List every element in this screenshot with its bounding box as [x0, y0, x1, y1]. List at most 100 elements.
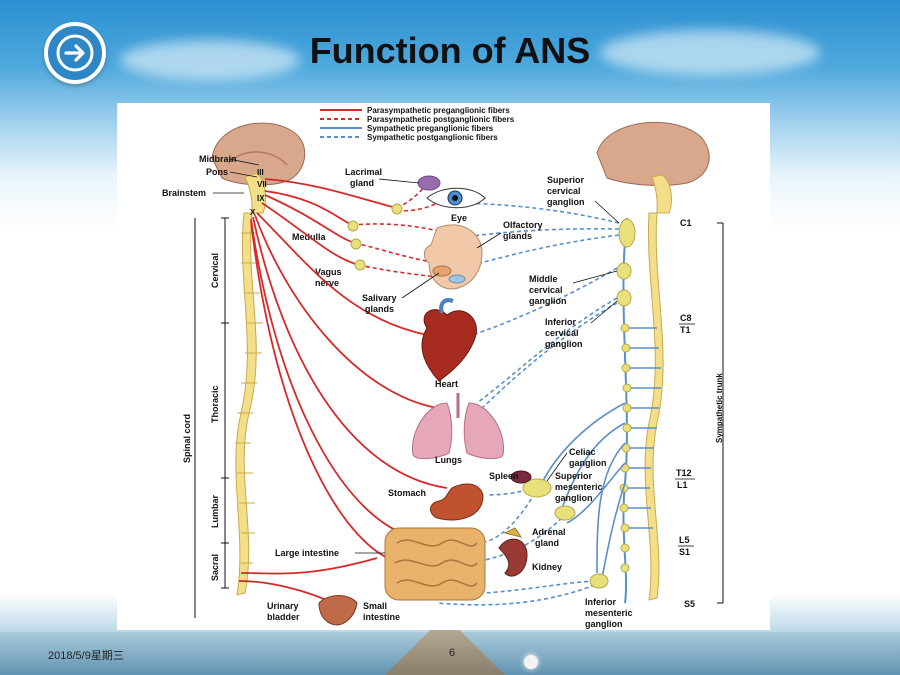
- lungs-shape: [411, 393, 505, 460]
- rami: [628, 327, 661, 529]
- legend-sym-post: Sympathetic postganglionic fibers: [367, 133, 498, 142]
- organs: [318, 175, 532, 626]
- label-c8: C8: [680, 313, 692, 323]
- right-spinal-cord: [644, 212, 664, 601]
- label-sup-mes-2: mesenteric: [555, 482, 603, 492]
- label-c1: C1: [680, 218, 692, 228]
- right-cns: Sympathetic trunk C1 C8 T1 T12 L1 L5 S1 …: [596, 121, 724, 609]
- label-cervical: Cervical: [210, 253, 220, 288]
- label-sup-mes-3: ganglion: [555, 493, 593, 503]
- label-salivary-2: glands: [365, 304, 394, 314]
- label-cn-x: X: [250, 208, 256, 217]
- page-number: 6: [449, 647, 456, 659]
- label-mid-cervical-2: cervical: [529, 285, 563, 295]
- label-small-intestine-1: Small: [363, 601, 387, 611]
- label-adrenal-1: Adrenal: [532, 527, 566, 537]
- label-large-intestine: Large intestine: [275, 548, 339, 558]
- label-inf-cervical-1: Inferior: [545, 317, 577, 327]
- label-celiac-1: Celiac: [569, 447, 596, 457]
- label-thoracic: Thoracic: [210, 385, 220, 423]
- label-inf-cervical-2: cervical: [545, 328, 579, 338]
- label-mid-cervical-3: ganglion: [529, 296, 567, 306]
- legend-para-post: Parasympathetic postganglionic fibers: [367, 115, 515, 124]
- footer-date: 2018/5/9星期三: [48, 650, 124, 662]
- label-midbrain: Midbrain: [199, 154, 237, 164]
- para-ganglia: [347, 203, 403, 271]
- inferior-mesenteric-ganglion: [589, 573, 609, 589]
- label-lacrimal-1: Lacrimal: [345, 167, 382, 177]
- heart-shape: [421, 298, 477, 382]
- stomach-shape: [430, 483, 484, 521]
- label-adrenal-2: gland: [535, 538, 559, 548]
- label-l1: L1: [677, 480, 688, 490]
- ans-diagram: Parasympathetic preganglionic fibers Par…: [117, 103, 770, 630]
- intestine-shape: [384, 527, 486, 601]
- label-inf-cervical-3: ganglion: [545, 339, 583, 349]
- para-pre-fibers: [238, 178, 448, 604]
- label-s5: S5: [684, 599, 695, 609]
- label-sup-mes-1: Superior: [555, 471, 593, 481]
- label-lacrimal-2: gland: [350, 178, 374, 188]
- background-cloud: [600, 30, 820, 75]
- label-bladder-2: bladder: [267, 612, 300, 622]
- label-inf-mes-3: ganglion: [585, 619, 623, 629]
- label-l5: L5: [679, 535, 690, 545]
- label-bladder-1: Urinary: [267, 601, 299, 611]
- label-t1: T1: [680, 325, 691, 335]
- label-sup-cervical-3: ganglion: [547, 197, 585, 207]
- head-shape: [423, 224, 483, 290]
- spinal-region-bracket: [194, 217, 229, 618]
- label-celiac-2: ganglion: [569, 458, 607, 468]
- label-cn-iii: III: [257, 168, 264, 177]
- adrenal-kidney-shape: [498, 527, 528, 577]
- trunk-bracket: [717, 222, 724, 604]
- slide-title: Function of ANS: [309, 30, 591, 71]
- label-inf-mes-2: mesenteric: [585, 608, 633, 618]
- superior-mesenteric-ganglion: [554, 505, 576, 521]
- ganglion-labels: Superior cervical ganglion Middle cervic…: [529, 175, 633, 629]
- spinal-segments: [235, 232, 263, 564]
- prevertebral-ganglia: [522, 478, 609, 589]
- celiac-ganglion: [522, 478, 552, 498]
- label-small-intestine-2: intestine: [363, 612, 400, 622]
- label-spleen: Spleen: [489, 471, 519, 481]
- legend: Parasympathetic preganglionic fibers Par…: [320, 106, 515, 142]
- label-salivary-1: Salivary: [362, 293, 397, 303]
- label-lungs: Lungs: [435, 455, 462, 465]
- ans-diagram-svg: Parasympathetic preganglionic fibers Par…: [162, 106, 724, 629]
- next-slide-button[interactable]: [44, 22, 106, 84]
- label-olfactory-2: glands: [503, 231, 532, 241]
- sym-pre-fibers: [541, 402, 626, 579]
- label-sacral: Sacral: [210, 554, 220, 581]
- label-sympathetic-trunk: Sympathetic trunk: [715, 373, 724, 443]
- right-brain: [596, 121, 710, 186]
- label-sup-cervical-1: Superior: [547, 175, 585, 185]
- label-inf-mes-1: Inferior: [585, 597, 617, 607]
- label-heart: Heart: [435, 379, 458, 389]
- label-eye: Eye: [451, 213, 467, 223]
- label-mid-cervical-1: Middle: [529, 274, 558, 284]
- lamp-decoration: [524, 655, 538, 669]
- label-olfactory-1: Olfactory: [503, 220, 543, 230]
- label-t12: T12: [676, 468, 692, 478]
- label-spinal-cord: Spinal cord: [182, 414, 192, 463]
- label-cn-ix: IX: [257, 194, 265, 203]
- label-sup-cervical-2: cervical: [547, 186, 581, 196]
- label-lumbar: Lumbar: [210, 494, 220, 528]
- lacrimal-gland-shape: [417, 175, 441, 191]
- left-spinal-cord: [235, 212, 257, 596]
- label-s1: S1: [679, 547, 690, 557]
- legend-para-pre: Parasympathetic preganglionic fibers: [367, 106, 510, 115]
- left-cns: Midbrain Pons Brainstem III VII IX X Med…: [162, 122, 342, 618]
- spleen-shape: [510, 470, 532, 484]
- label-pons: Pons: [206, 167, 228, 177]
- arrow-right-circle-icon: [56, 34, 94, 72]
- label-stomach: Stomach: [388, 488, 426, 498]
- bladder-shape: [318, 595, 358, 626]
- label-brainstem: Brainstem: [162, 188, 206, 198]
- label-kidney: Kidney: [532, 562, 562, 572]
- label-vagus-1: Vagus: [315, 267, 342, 277]
- background-cloud: [120, 40, 300, 80]
- eye-shape: [426, 187, 486, 209]
- legend-sym-pre: Sympathetic preganglionic fibers: [367, 124, 494, 133]
